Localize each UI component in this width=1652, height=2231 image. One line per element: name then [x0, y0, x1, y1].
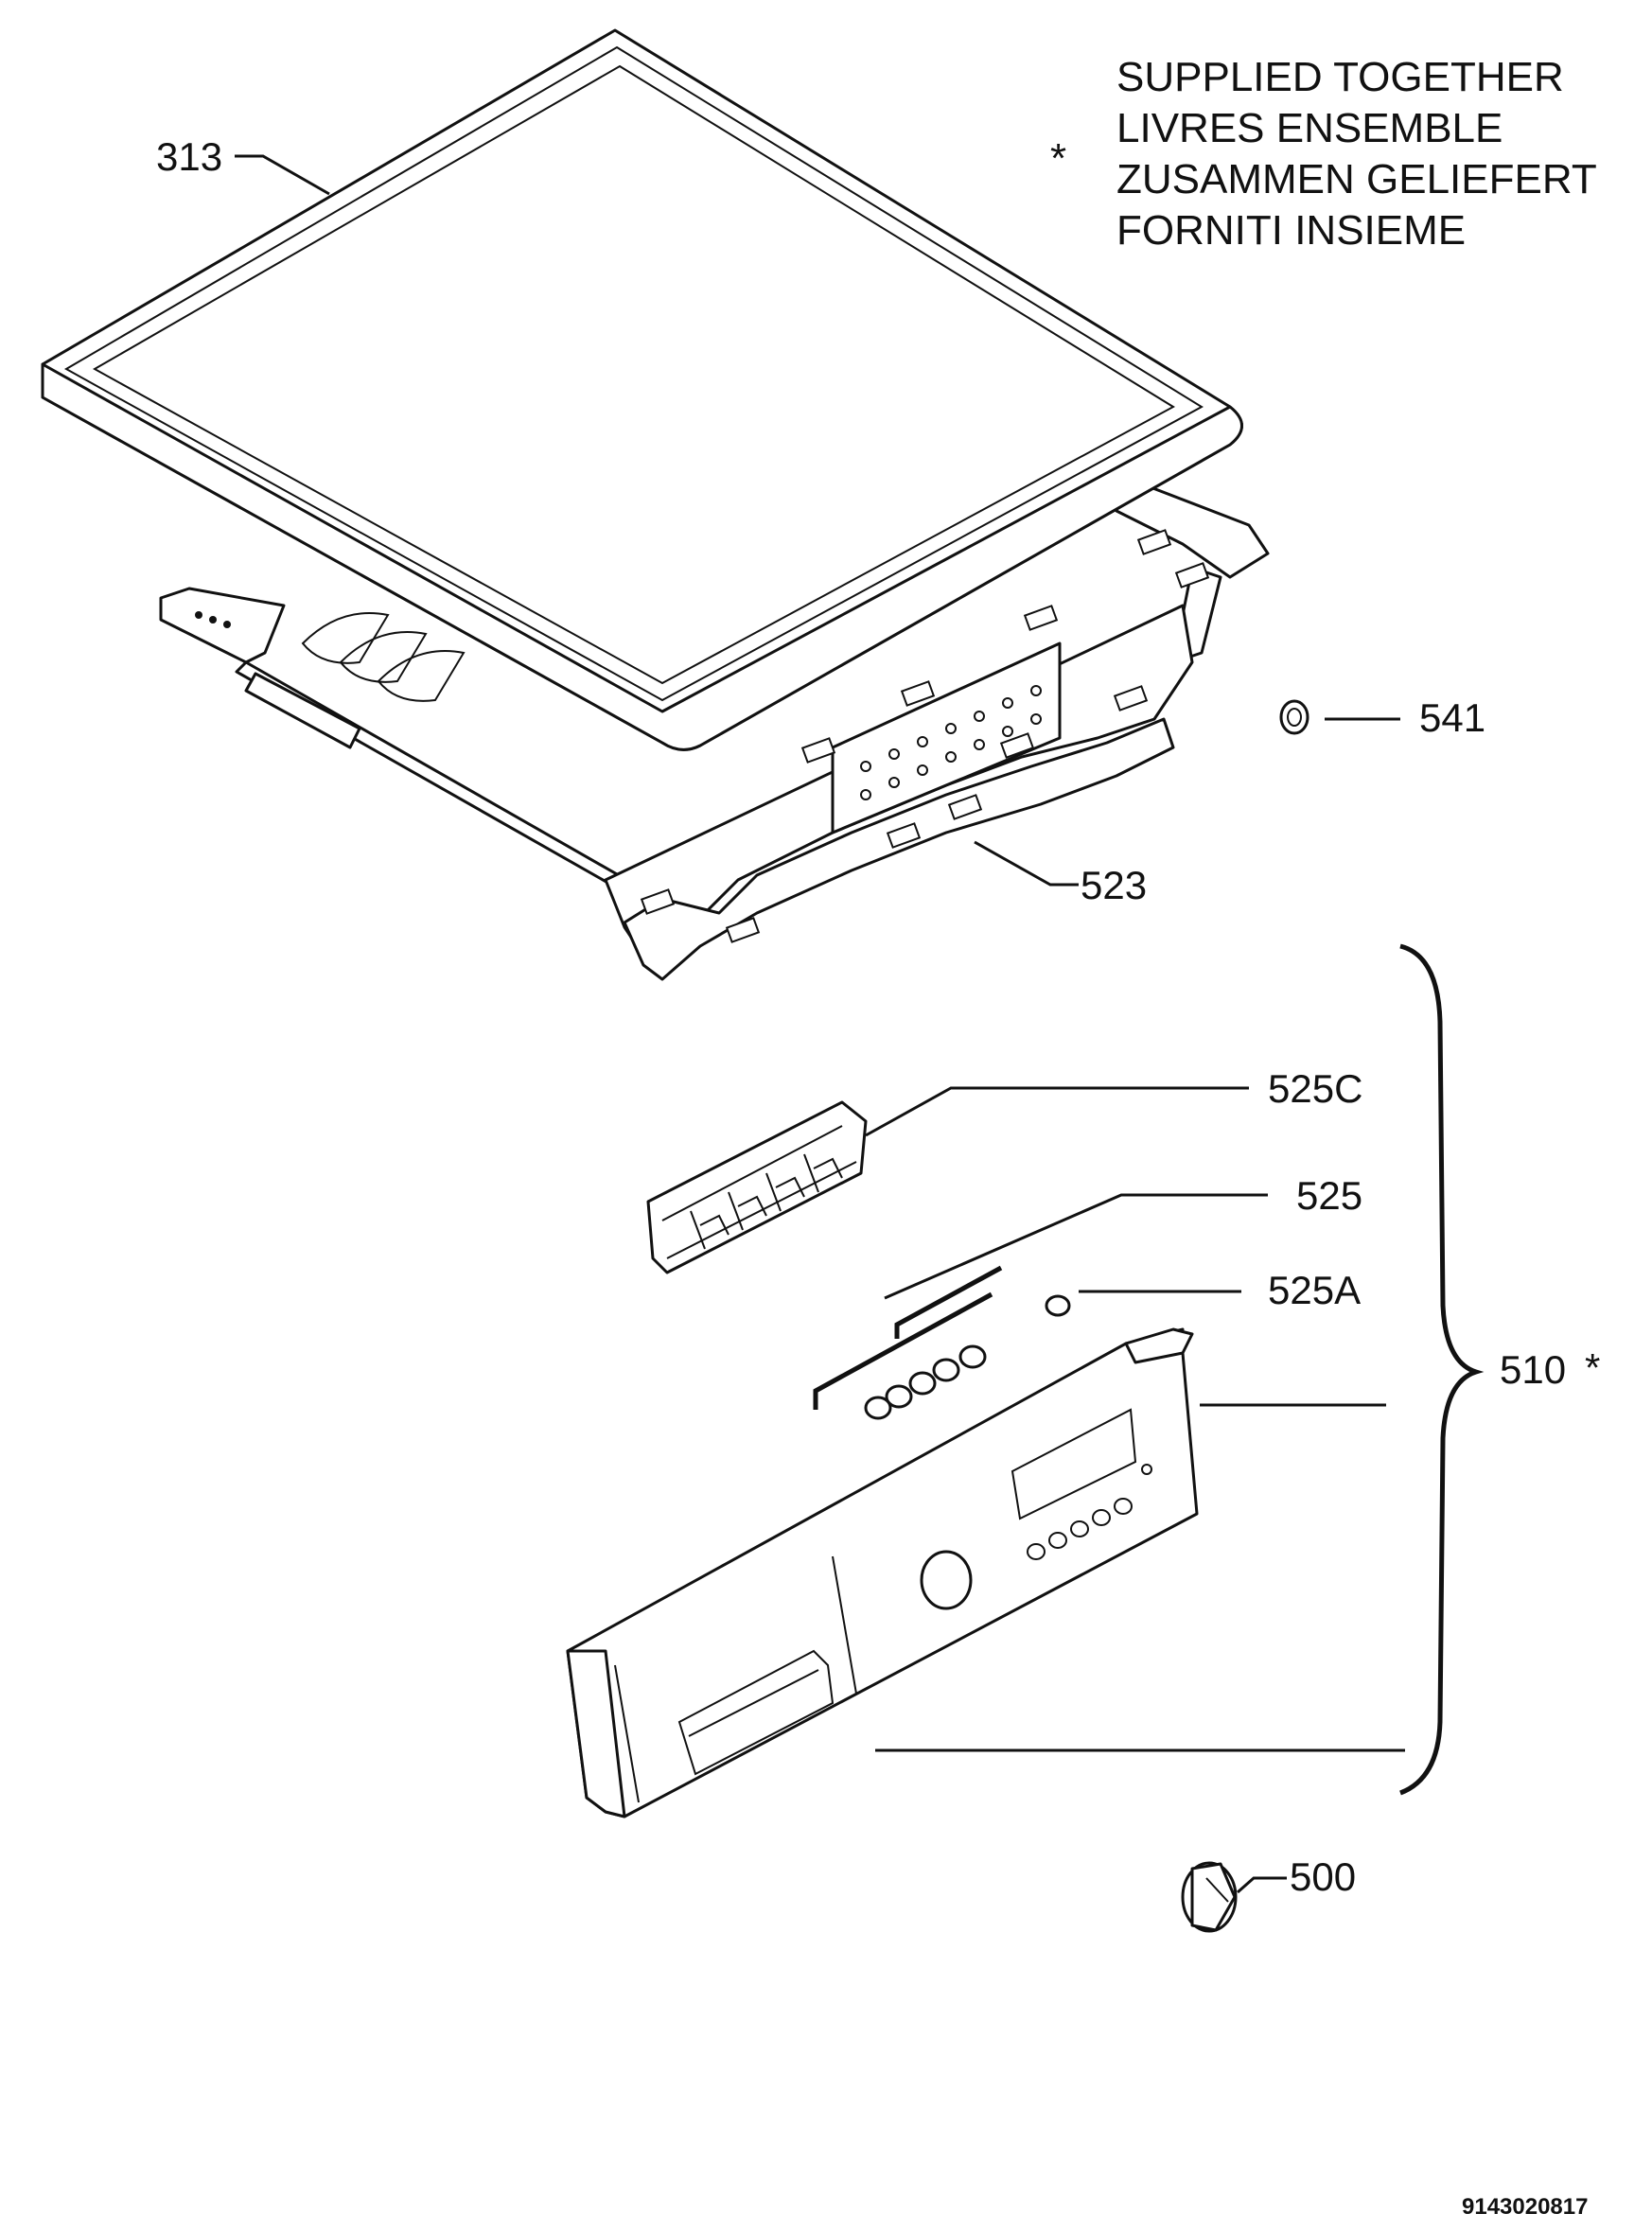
label-500: 500 [1290, 1854, 1356, 1899]
label-525c: 525C [1268, 1066, 1362, 1111]
note-line-1: SUPPLIED TOGETHER [1116, 54, 1564, 100]
leader-lines [235, 154, 1405, 1894]
part-523-top-frame [159, 476, 1270, 981]
bracket-510 [1399, 943, 1485, 1796]
part-510-control-panel [566, 1327, 1199, 1818]
note-marker: * [1050, 135, 1066, 182]
part-525-push-buttons [813, 1265, 1071, 1420]
part-525c-switch-block [646, 1100, 868, 1274]
part-313-top-panel [41, 28, 1243, 751]
note-line-2: LIVRES ENSEMBLE [1116, 105, 1503, 151]
vent-holes [860, 685, 1042, 800]
label-510: 510 [1500, 1347, 1566, 1392]
document-number: 9143020817 [1462, 2194, 1588, 2220]
note-line-3: ZUSAMMEN GELIEFERT [1116, 156, 1597, 202]
label-525a: 525A [1268, 1268, 1361, 1312]
part-541-grommet [1279, 699, 1309, 735]
part-500-knob [1181, 1861, 1238, 1933]
label-523: 523 [1081, 863, 1147, 907]
label-525: 525 [1296, 1173, 1362, 1218]
note-line-4: FORNITI INSIEME [1116, 207, 1466, 254]
label-510-marker: * [1585, 1345, 1600, 1390]
supplied-together-note: * SUPPLIED TOGETHER LIVRES ENSEMBLE ZUSA… [1050, 54, 1597, 254]
label-541: 541 [1419, 695, 1485, 740]
part-labels: 313 541 523 525C 525 525A 510 * 500 [156, 134, 1600, 1899]
label-313: 313 [156, 134, 222, 179]
